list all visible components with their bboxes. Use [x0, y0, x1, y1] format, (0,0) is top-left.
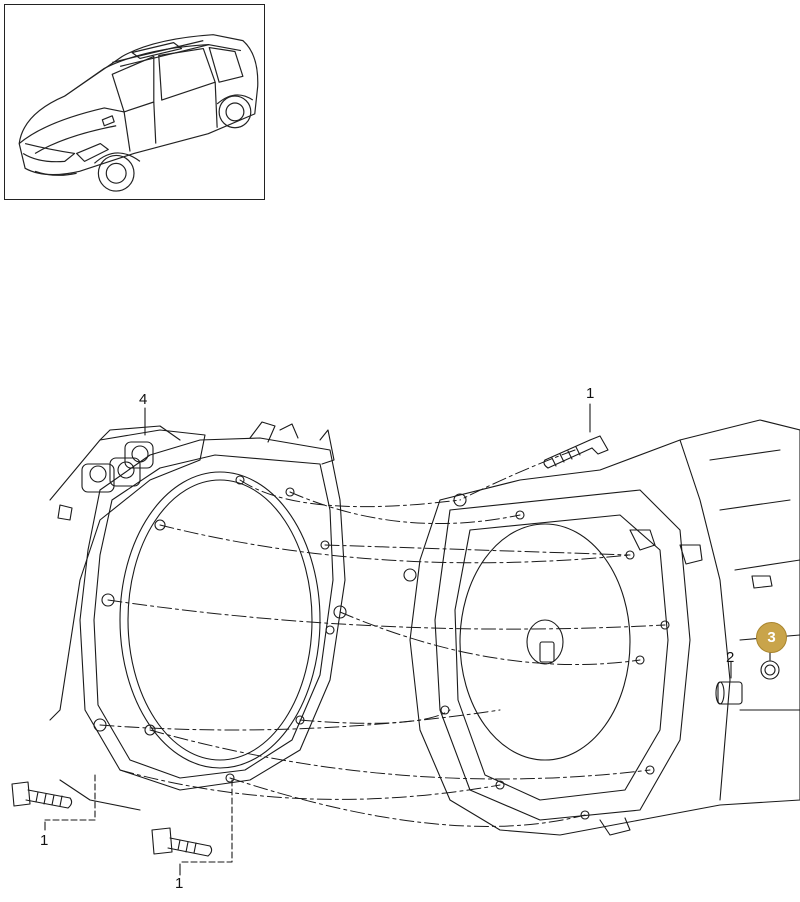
callout-transmission: 4 [139, 391, 148, 408]
callout-plug-highlighted[interactable]: 3 [756, 622, 787, 653]
vehicle-thumbnail [4, 4, 265, 200]
suv-illustration [18, 34, 259, 192]
callout-bolt-bottom: 1 [175, 875, 184, 892]
transmission-housing [403, 419, 800, 836]
callout-bolt-left: 1 [40, 832, 49, 849]
callout-dowel-sleeve: 2 [726, 649, 735, 666]
bolt-bottom-graphic [151, 827, 213, 857]
engine-block [49, 421, 335, 811]
alignment-lines [99, 449, 666, 827]
callout-bolt-top: 1 [586, 385, 595, 402]
bell-housing-flange [79, 437, 347, 791]
exploded-view-diagram [0, 380, 800, 902]
bolt-left-graphic [11, 781, 73, 809]
transmission-assembly-drawing [11, 403, 800, 876]
dowel-sleeve-graphic [715, 661, 743, 705]
bolt-top-graphic [543, 435, 609, 469]
